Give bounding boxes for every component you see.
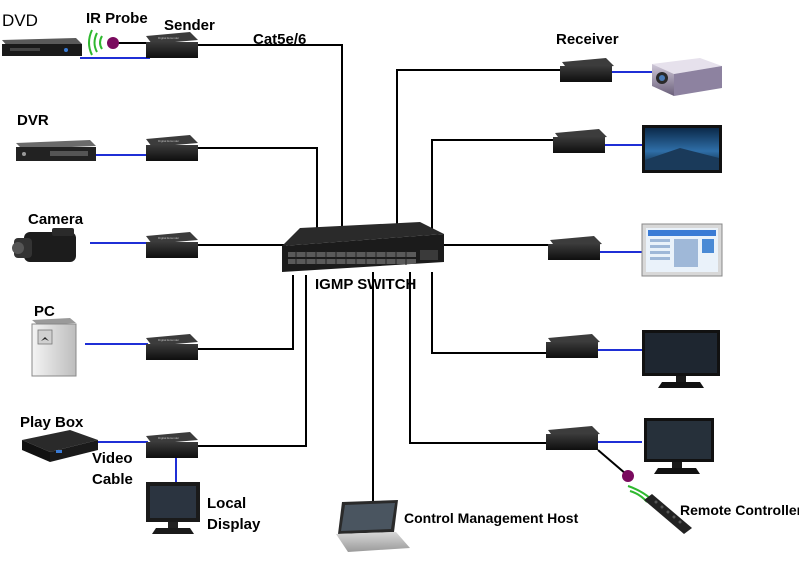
extender-sender-camera: Digital Extender <box>146 232 198 258</box>
lcd-tv-icon <box>641 223 723 277</box>
igmp-switch-label: IGMP SWITCH <box>315 276 417 293</box>
extender-caption: Digital Extender <box>158 36 179 40</box>
ir-probe-icon <box>88 29 146 56</box>
extender-caption: Digital Extender <box>158 236 179 240</box>
dvr-icon <box>16 140 96 161</box>
network-links <box>198 44 560 505</box>
link-pc-sender <box>198 275 294 350</box>
extender-sender-pc: Digital Extender <box>146 334 198 360</box>
monitor-icon <box>642 330 720 388</box>
play-box-label: Play Box <box>20 414 84 431</box>
link-receiver-monitor2 <box>409 272 548 444</box>
link-dvd-sender <box>198 44 343 232</box>
dvr-label: DVR <box>17 112 49 129</box>
extender-sender-dvr: Digital Extender <box>146 135 198 161</box>
pc-tower-icon <box>31 318 77 377</box>
extender-receiver-monitor2 <box>546 426 600 450</box>
camera-label: Camera <box>28 211 84 228</box>
extender-receiver-monitor <box>546 334 600 358</box>
receiver-label: Receiver <box>556 31 619 48</box>
flat-tv-icon <box>642 125 722 173</box>
cat5e6-label: Cat5e/6 <box>253 31 307 48</box>
camera-icon <box>12 228 76 262</box>
extender-caption: Digital Extender <box>158 338 179 342</box>
remote-controller-label: Remote Controller <box>680 502 799 518</box>
dvd-label: DVD <box>2 11 38 30</box>
extender-receiver-tv1 <box>553 129 607 153</box>
local-display-label: Local Display <box>207 495 261 533</box>
pc-label: PC <box>34 303 55 320</box>
extender-caption: Digital Extender <box>158 436 179 440</box>
projector-icon <box>652 58 722 96</box>
extender-caption: Digital Extender <box>158 139 179 143</box>
link-receiver-tv1 <box>431 139 553 232</box>
sender-units: Digital Extender Digital Extender Digita… <box>146 32 198 458</box>
link-dvr-sender <box>198 147 318 232</box>
sender-label: Sender <box>164 17 215 34</box>
remote-controller-icon <box>644 494 692 534</box>
link-receiver-projector <box>396 69 560 230</box>
monitor-2-icon <box>644 418 714 474</box>
igmp-switch-icon <box>282 222 444 272</box>
dvd-player-icon <box>2 38 82 56</box>
extender-receiver-tv2 <box>548 236 602 260</box>
laptop-icon <box>336 500 410 552</box>
video-cable-label: Video Cable <box>92 450 133 488</box>
remote-ir-icon <box>597 449 651 503</box>
local-display-icon <box>146 482 200 534</box>
link-receiver-monitor <box>431 272 548 354</box>
video-links <box>80 57 652 482</box>
extender-sender-playbox: Digital Extender <box>146 432 198 458</box>
extender-receiver-projector <box>560 58 614 82</box>
control-host-label: Control Management Host <box>404 510 579 526</box>
extender-sender-dvd: Digital Extender <box>146 32 198 58</box>
receiver-units <box>546 58 614 450</box>
link-playbox-sender <box>198 275 307 447</box>
play-box-icon <box>22 430 98 462</box>
ir-probe-label: IR Probe <box>86 10 148 27</box>
